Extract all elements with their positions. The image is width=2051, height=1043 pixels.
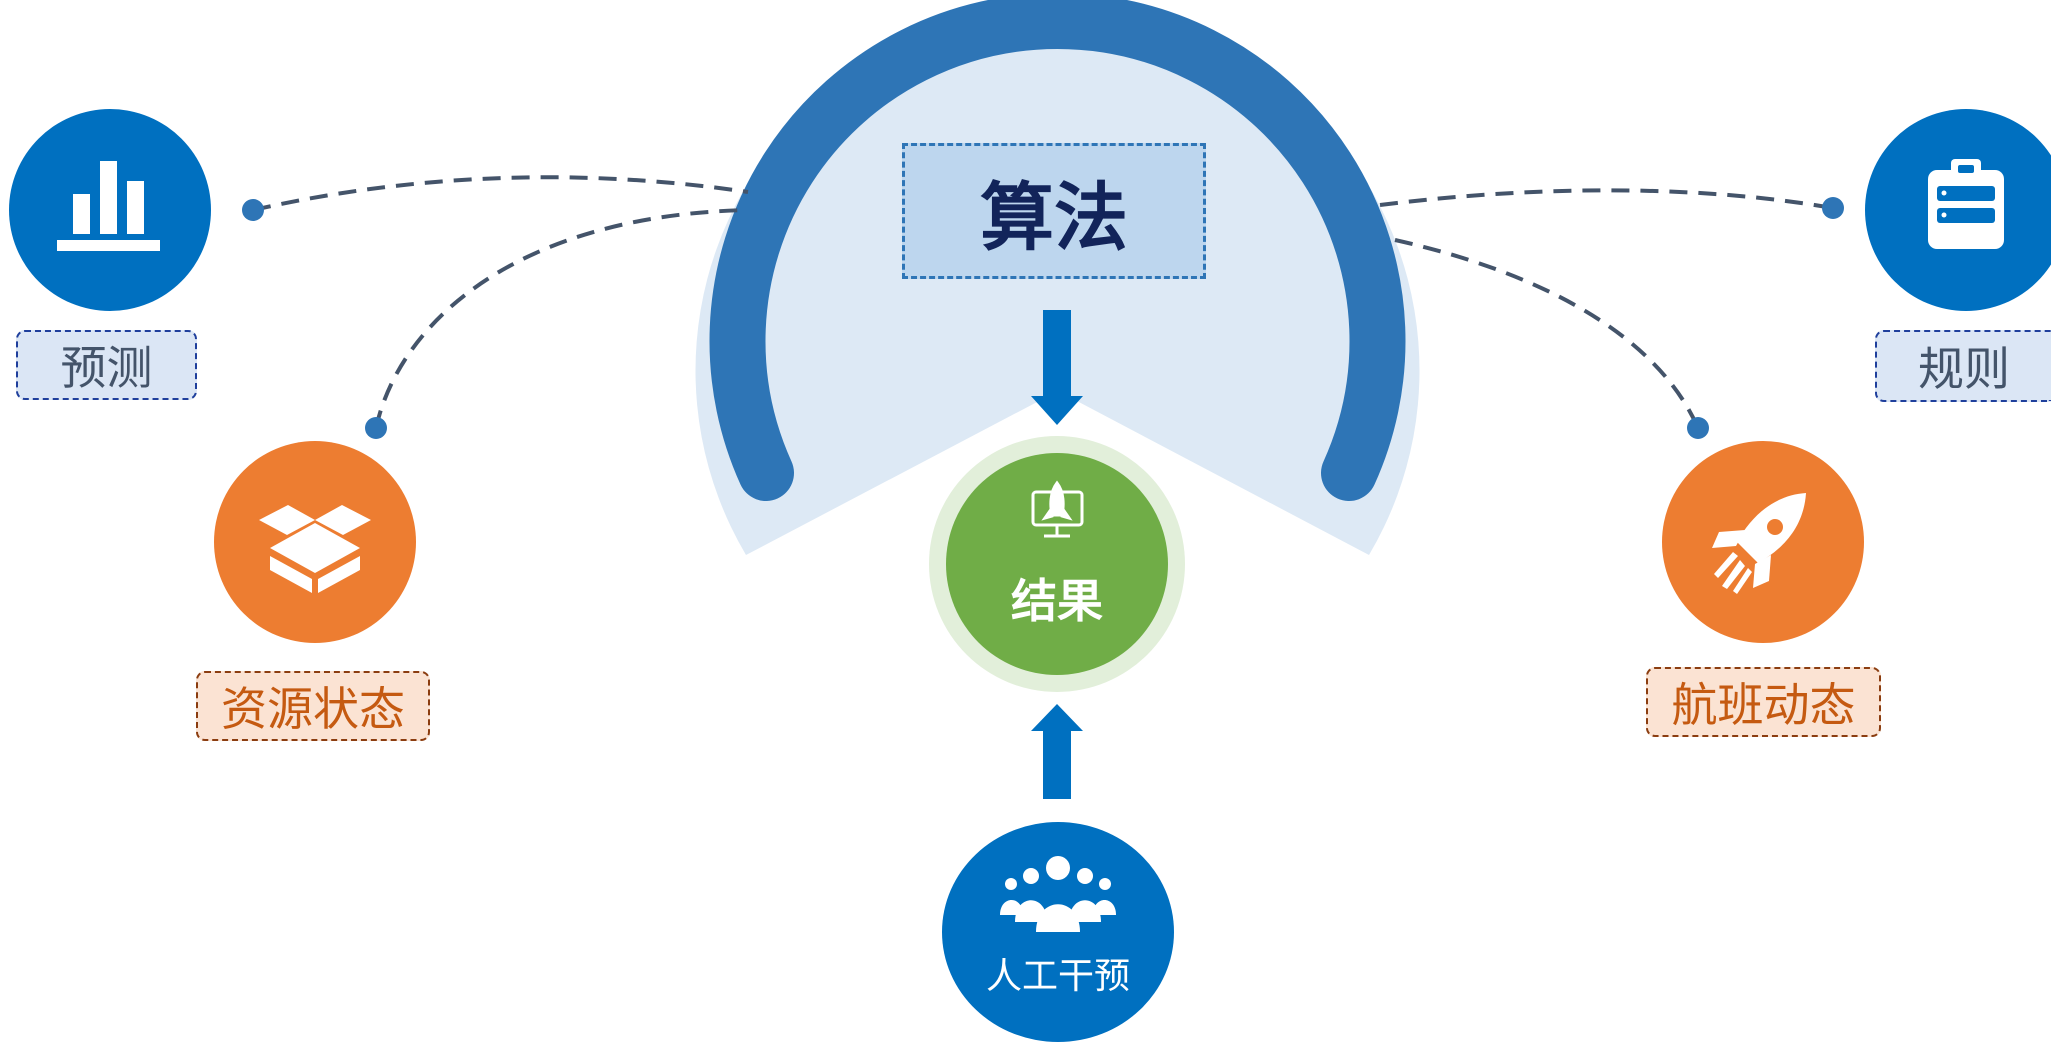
rocket-icon: [1712, 493, 1806, 594]
connector-forecast: [252, 175, 749, 212]
connector-dot: [1822, 197, 1844, 219]
connector-dot: [242, 199, 264, 221]
algorithm-label: 算法: [980, 174, 1128, 261]
arrow-down-icon: [1031, 310, 1083, 425]
rules-label: 规则: [1875, 330, 2051, 402]
connector-resource: [374, 208, 749, 429]
human-intervention-label: 人工干预: [985, 956, 1130, 997]
clipboard-icon: [1928, 159, 2004, 249]
flight-dynamics-label: 航班动态: [1646, 667, 1881, 737]
connector-dot: [1687, 417, 1709, 439]
result-label: 结果: [1011, 574, 1103, 628]
arrow-up-icon: [1031, 704, 1083, 799]
algorithm-halo: [695, 8, 1420, 556]
connector-lines: [252, 175, 1834, 429]
connector-rules: [1379, 188, 1834, 210]
connector-dot: [365, 417, 387, 439]
forecast-label: 预测: [16, 330, 197, 400]
result-circle: [946, 453, 1168, 675]
algorithm-label-box: 算法: [902, 143, 1206, 279]
resource-status-label: 资源状态: [196, 671, 430, 741]
algorithm-arc: [709, 0, 1406, 501]
people-group-icon: [1000, 856, 1116, 932]
open-box-icon: [259, 505, 371, 593]
connector-flight: [1394, 238, 1700, 429]
monitor-rocket-icon: [1031, 480, 1084, 538]
bar-chart-icon: [57, 161, 160, 251]
